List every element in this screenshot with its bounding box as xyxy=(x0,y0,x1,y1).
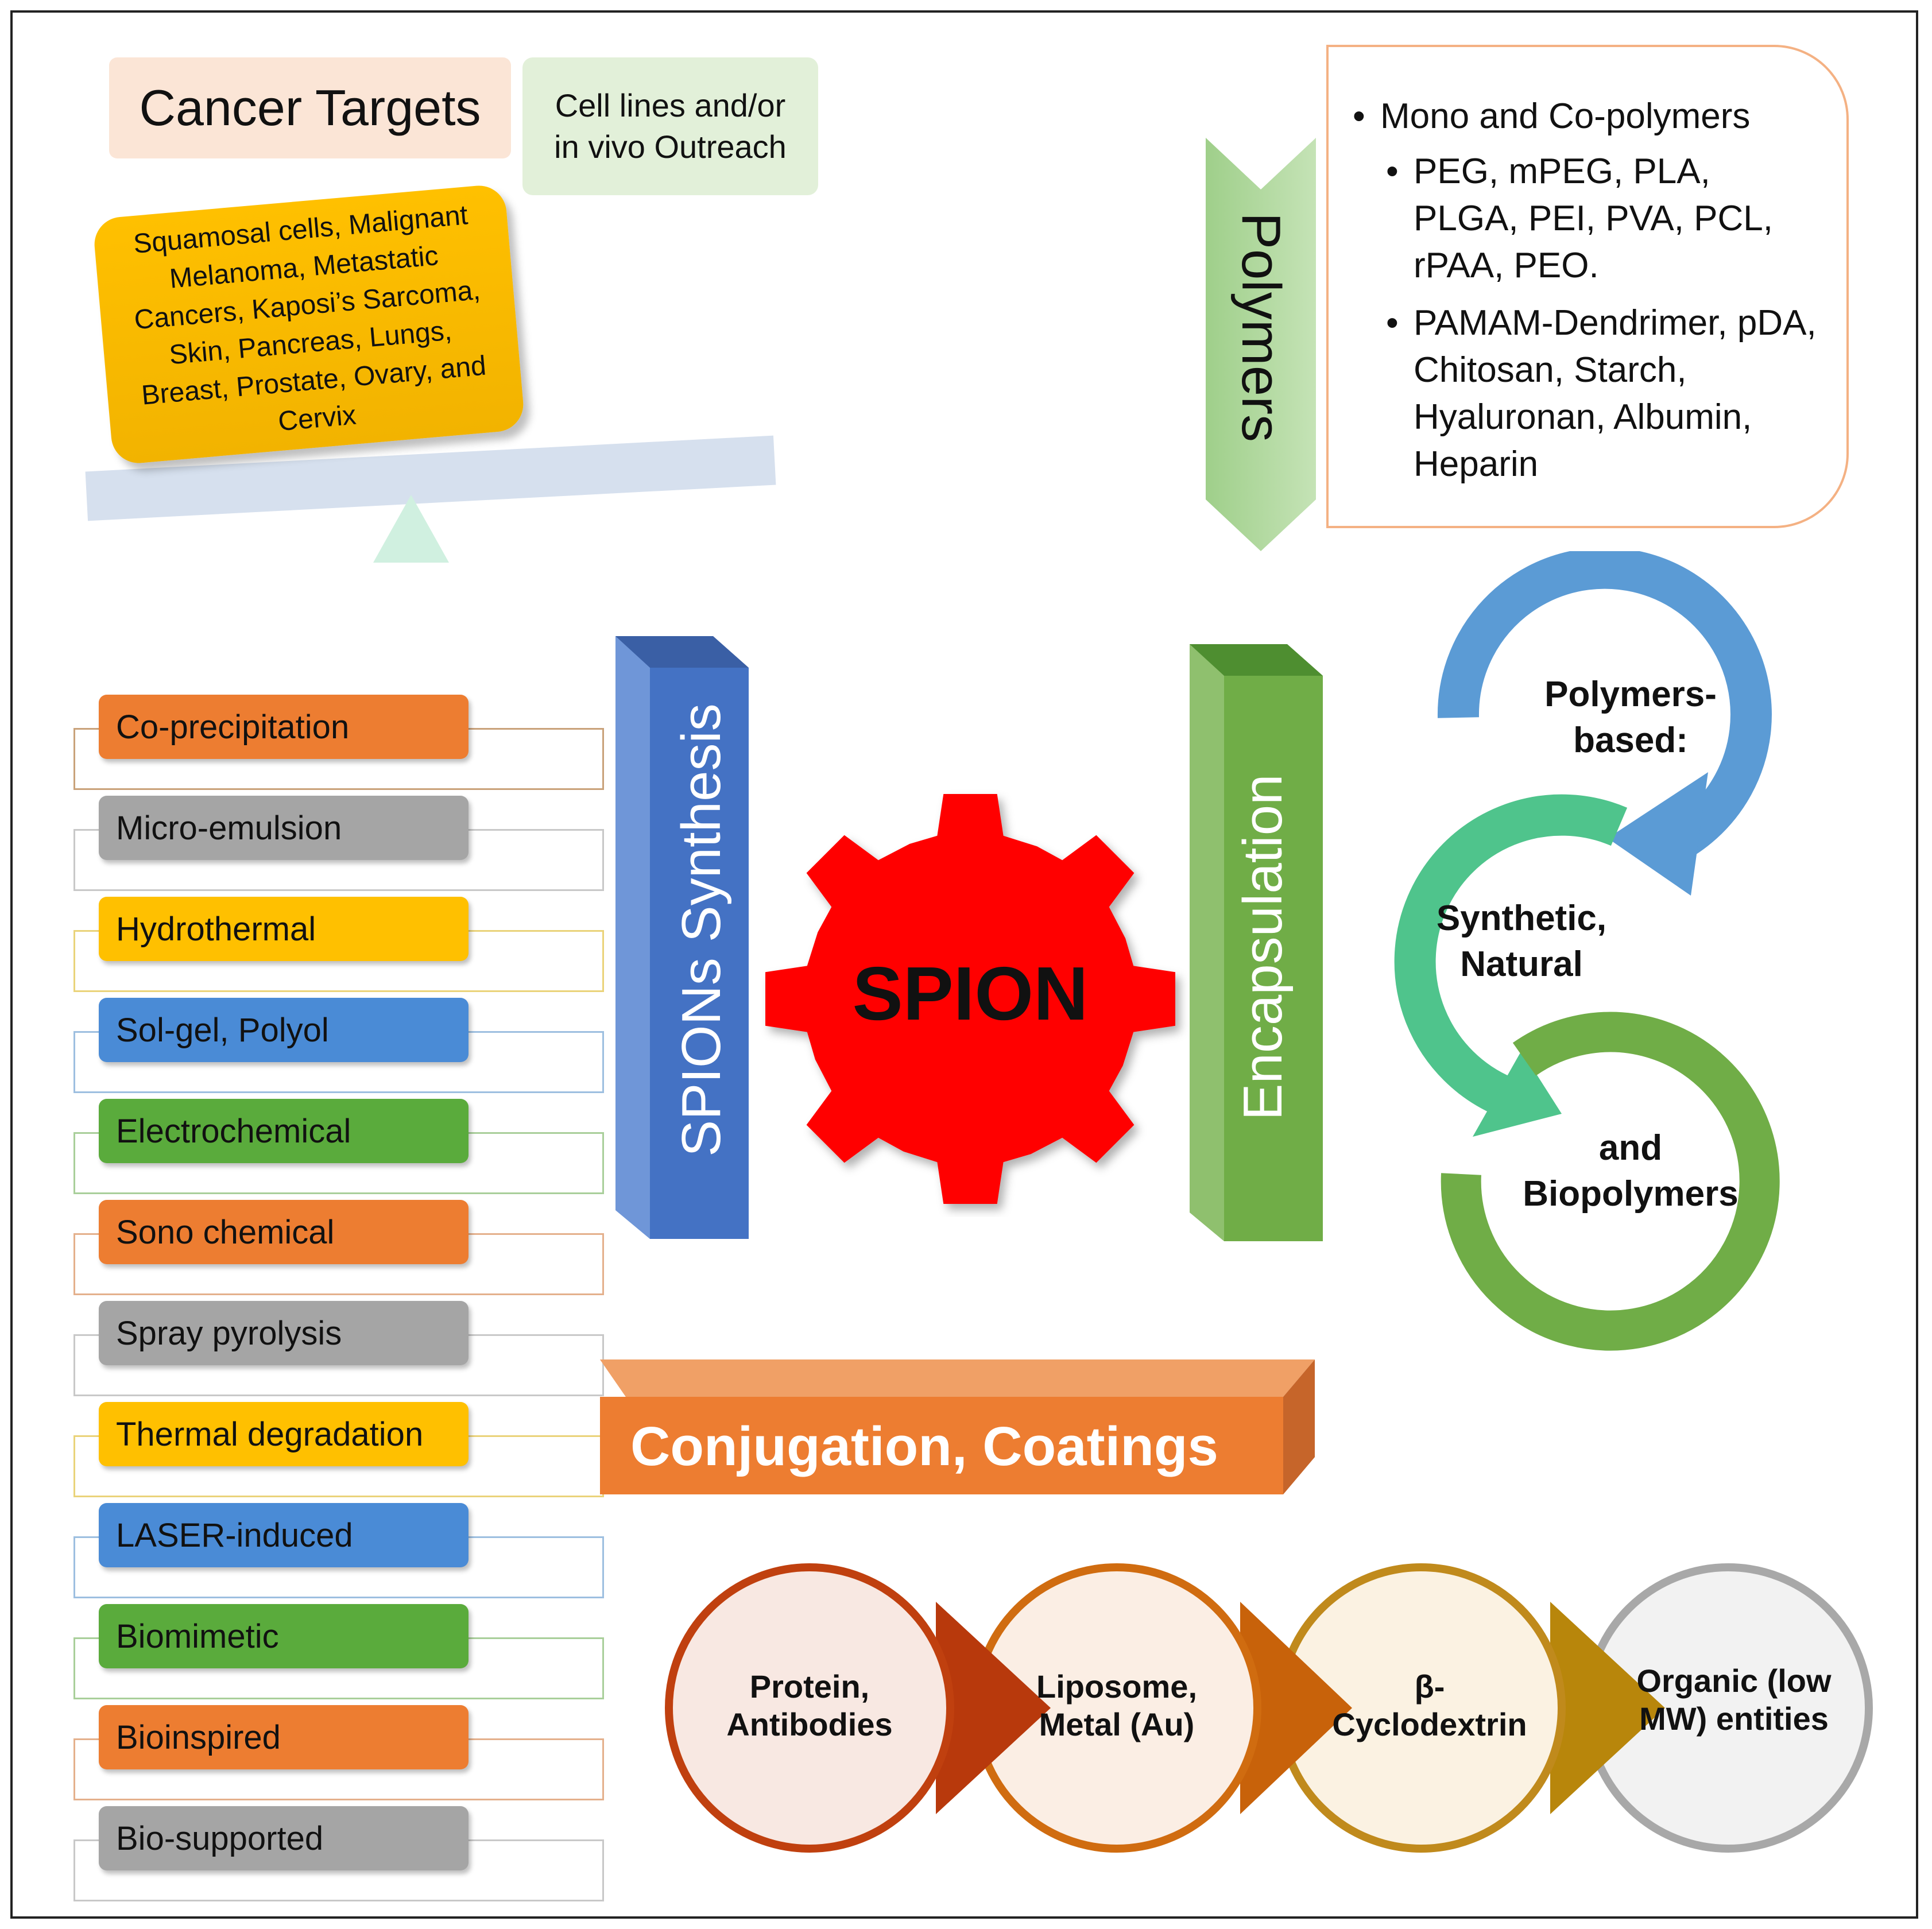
polymers-label-text: Polymers xyxy=(1230,212,1292,443)
method-label: Thermal degradation xyxy=(116,1415,424,1453)
cancer-targets-title: Cancer Targets xyxy=(109,57,511,158)
method-pill: Electrochemical xyxy=(99,1099,469,1163)
polymers-subitem-text: PEG, mPEG, PLA, PLGA, PEI, PVA, PCL, rPA… xyxy=(1414,152,1773,285)
conjugation-circles xyxy=(665,1563,1873,1853)
cancer-targets-box: Squamosal cells, Malignant Melanoma, Met… xyxy=(92,183,526,466)
method-label: Bio-supported xyxy=(116,1819,324,1857)
polymers-chevron-arrow xyxy=(1206,138,1316,551)
circle-text-line: Metal (Au) xyxy=(1039,1706,1195,1742)
outreach-box: Cell lines and/or in vivo Outreach xyxy=(522,57,818,195)
spion-gear xyxy=(765,794,1175,1204)
method-pill: LASER-induced xyxy=(99,1503,469,1567)
circle-text-line: Cyclodextrin xyxy=(1332,1706,1527,1742)
method-label: Sono chemical xyxy=(116,1213,335,1251)
method-pill: Spray pyrolysis xyxy=(99,1301,469,1365)
method-pill: Bio-supported xyxy=(99,1806,469,1870)
cycle-text-line: Polymers- xyxy=(1544,675,1717,714)
conjugation-label: Conjugation, Coatings xyxy=(609,1389,1240,1504)
figure-frame xyxy=(10,10,1918,1919)
cycle-arrowhead-blue xyxy=(1608,772,1708,896)
encapsulation-column-label: Encapsulation xyxy=(1206,718,1321,1177)
encapsulation-column xyxy=(1190,644,1323,1241)
method-pill: Sol-gel, Polyol xyxy=(99,998,469,1062)
polymers-list-box: Mono and Co-polymers PEG, mPEG, PLA, PLG… xyxy=(1326,45,1849,528)
method-pill: Thermal degradation xyxy=(99,1402,469,1466)
cycle-text-line: and xyxy=(1598,1128,1663,1168)
method-pill: Micro-emulsion xyxy=(99,796,469,860)
cycle-text-top: Polymers- based: xyxy=(1493,672,1768,764)
circle-protein xyxy=(665,1563,1051,1853)
circle-text-line: Liposome, xyxy=(1036,1668,1198,1705)
spion-label-text: SPION xyxy=(852,951,1089,1036)
polymers-subitem-text: PAMAM-Dendrimer, pDA, Chitosan, Starch, … xyxy=(1414,303,1817,484)
polymers-subitem: PAMAM-Dendrimer, pDA, Chitosan, Starch, … xyxy=(1386,300,1823,488)
spion-label: SPION xyxy=(827,947,1114,1039)
method-label: Co-precipitation xyxy=(116,708,350,746)
method-pill: Co-precipitation xyxy=(99,695,469,759)
synthesis-column-label-text: SPIONs Synthesis xyxy=(671,703,732,1157)
method-label: Biomimetic xyxy=(116,1617,279,1655)
polymers-subitem: PEG, mPEG, PLA, PLGA, PEI, PVA, PCL, rPA… xyxy=(1386,148,1823,289)
outreach-line-1: Cell lines and/or xyxy=(555,87,786,123)
cycle-arrowhead-teal xyxy=(1473,1051,1562,1137)
outreach-line-2: in vivo Outreach xyxy=(554,129,787,165)
cycle-text-line: based: xyxy=(1573,721,1688,760)
cancer-targets-title-text: Cancer Targets xyxy=(139,79,481,136)
circle-text-cyclodextrin: β- Cyclodextrin xyxy=(1326,1668,1533,1744)
method-label: Micro-emulsion xyxy=(116,809,342,847)
circle-text-line: Antibodies xyxy=(726,1706,893,1742)
cycle-arc-green xyxy=(1441,1012,1780,1351)
cycle-arc-blue xyxy=(1437,551,1772,872)
method-label: Hydrothermal xyxy=(116,910,316,948)
method-pill: Sono chemical xyxy=(99,1200,469,1264)
method-label: Bioinspired xyxy=(116,1718,281,1756)
circle-text-liposome: Liposome, Metal (Au) xyxy=(1013,1668,1220,1744)
cycle-text-line: Synthetic, xyxy=(1436,898,1607,938)
synthesis-column-label: SPIONs Synthesis xyxy=(644,700,759,1160)
cycle-text-line: Natural xyxy=(1460,944,1583,984)
cycle-text-bottom: and Biopolymers xyxy=(1493,1125,1768,1217)
method-label: Sol-gel, Polyol xyxy=(116,1011,329,1049)
balance-fulcrum xyxy=(373,495,449,563)
method-label: Electrochemical xyxy=(116,1112,351,1150)
conjugation-block xyxy=(600,1359,1315,1494)
method-pill: Hydrothermal xyxy=(99,897,469,961)
circle-text-line: Protein, xyxy=(749,1668,870,1705)
method-label: Spray pyrolysis xyxy=(116,1314,342,1352)
circle-text-line: β- xyxy=(1414,1668,1445,1705)
circle-text-line: Organic (low xyxy=(1636,1663,1832,1699)
polymers-item-text: Mono and Co-polymers xyxy=(1380,96,1751,136)
polymer-cycle-diagram xyxy=(1394,551,1780,1351)
circle-text-protein: Protein, Antibodies xyxy=(706,1668,913,1744)
encapsulation-column-label-text: Encapsulation xyxy=(1232,774,1294,1121)
circle-text-organic: Organic (low MW) entities xyxy=(1631,1662,1837,1738)
conjugation-label-text: Conjugation, Coatings xyxy=(630,1416,1218,1477)
method-label: LASER-induced xyxy=(116,1516,353,1554)
synthesis-column xyxy=(615,636,749,1239)
circle-text-line: MW) entities xyxy=(1639,1701,1829,1737)
cycle-text-line: Biopolymers xyxy=(1523,1174,1739,1214)
polymers-label: Polymers xyxy=(1203,212,1318,442)
method-pill: Bioinspired xyxy=(99,1705,469,1769)
method-pill: Biomimetic xyxy=(99,1604,469,1668)
spion-gear-shape xyxy=(765,794,1175,1204)
cycle-arc-teal xyxy=(1394,794,1628,1116)
cycle-text-middle: Synthetic, Natural xyxy=(1384,896,1659,987)
polymers-item: Mono and Co-polymers PEG, mPEG, PLA, PLG… xyxy=(1353,93,1823,488)
